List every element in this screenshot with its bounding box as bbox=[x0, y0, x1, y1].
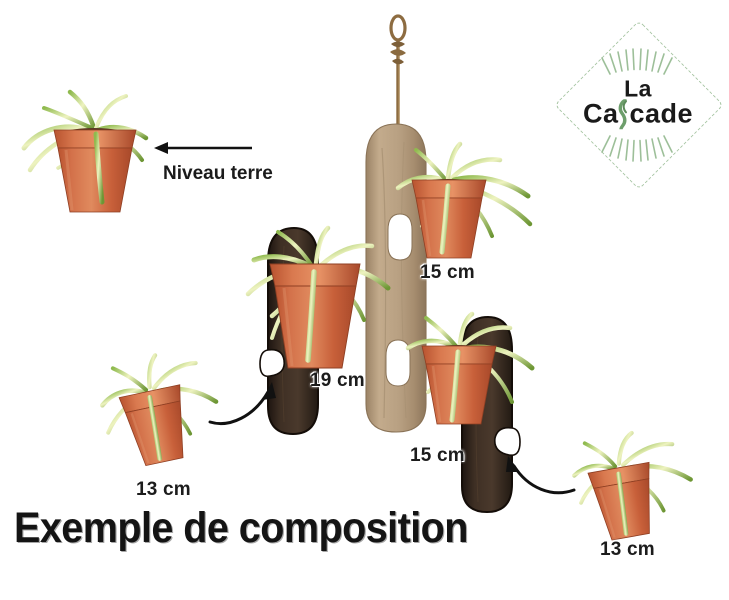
pot-with-plant bbox=[100, 353, 219, 467]
measure-15cm-lower: 15 cm bbox=[410, 445, 465, 466]
logo-ca: Ca bbox=[582, 98, 619, 129]
pot-bottom-right-loose bbox=[546, 418, 715, 567]
pot-lower-right bbox=[392, 310, 552, 445]
sunburst-rays-icon-top bbox=[601, 48, 673, 75]
pot-with-plant bbox=[21, 89, 149, 213]
measure-13cm-left: 13 cm bbox=[136, 479, 191, 500]
sunburst-rays-icon-bottom bbox=[601, 135, 673, 162]
logo-text: La Ca cade bbox=[552, 75, 724, 131]
left-arrow-icon bbox=[154, 142, 252, 154]
pot-left-loose bbox=[76, 339, 240, 495]
measure-13cm-right: 13 cm bbox=[600, 539, 655, 560]
logo-la-cascade: La Ca cade bbox=[552, 18, 724, 190]
pot-with-plant bbox=[245, 225, 391, 369]
pot-with-plant bbox=[405, 311, 535, 425]
pot-top-left bbox=[8, 78, 158, 223]
pot-with-plant bbox=[395, 141, 533, 259]
plant-s-icon bbox=[618, 99, 629, 131]
pot-upper-right bbox=[382, 140, 552, 275]
measure-19cm: 19 cm bbox=[310, 370, 365, 391]
pot-with-plant bbox=[572, 430, 693, 541]
logo-line-la: La bbox=[624, 75, 652, 102]
curved-arrow-left-icon bbox=[208, 382, 276, 425]
logo-cade: cade bbox=[629, 98, 694, 129]
plank-center-light bbox=[365, 123, 427, 433]
pot-middle bbox=[228, 222, 408, 387]
curved-arrow-right-icon bbox=[506, 456, 576, 495]
page-title: Exemple de composition bbox=[14, 504, 468, 552]
niveau-terre-label: Niveau terre bbox=[163, 163, 273, 184]
measure-15cm-upper: 15 cm bbox=[420, 262, 475, 283]
logo-line-cascade: Ca cade bbox=[552, 98, 724, 131]
